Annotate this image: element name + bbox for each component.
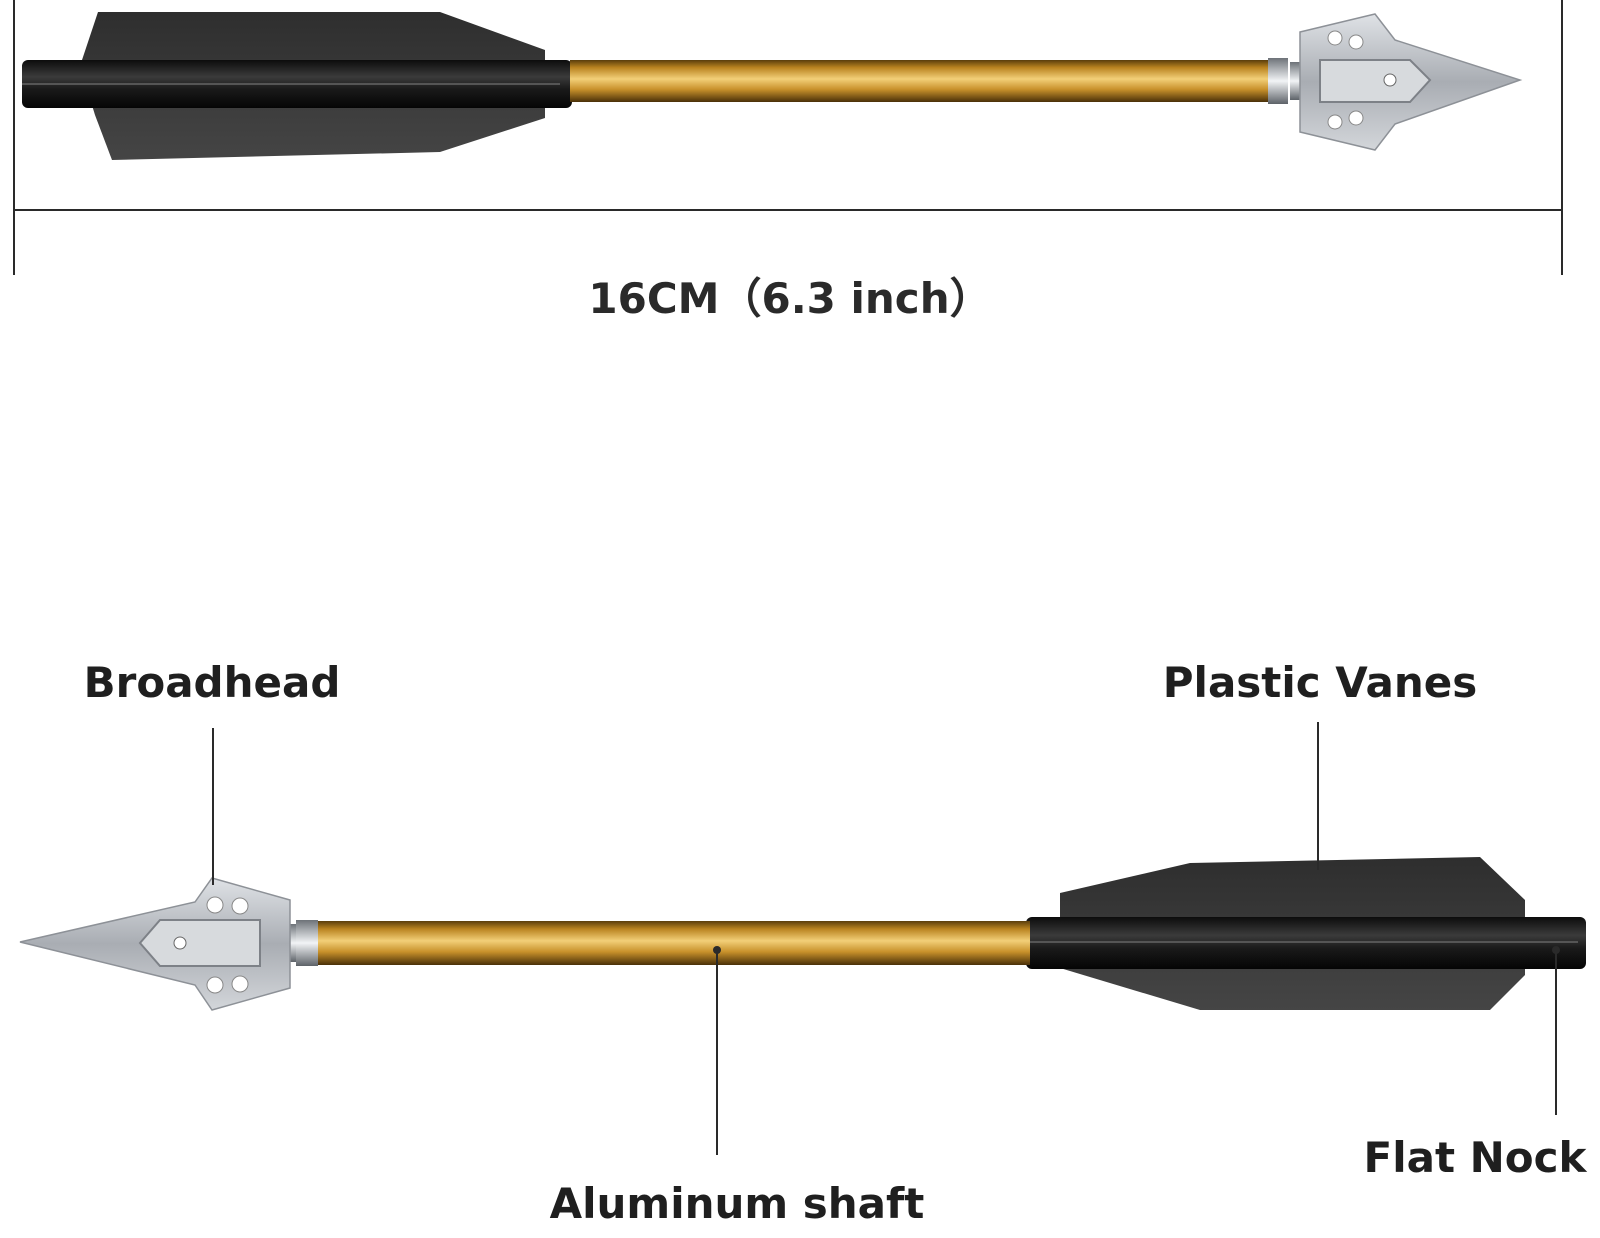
broadhead-icon [1299,13,1523,151]
shaft [318,921,1030,965]
shaft [570,60,1270,102]
plastic-vanes-label: Plastic Vanes [1163,658,1477,707]
broadhead-label: Broadhead [84,658,341,707]
aluminum-shaft-label: Aluminum shaft [550,1179,925,1228]
top-arrow [22,12,1523,160]
flat-nock-label: Flat Nock [1364,1133,1588,1182]
callout-lines [212,722,1557,1155]
dimension-label: 16CM（6.3 inch） [588,274,991,323]
dimension-marker [13,0,1563,275]
broadhead-icon [19,877,291,1011]
bottom-arrow [19,857,1586,1011]
